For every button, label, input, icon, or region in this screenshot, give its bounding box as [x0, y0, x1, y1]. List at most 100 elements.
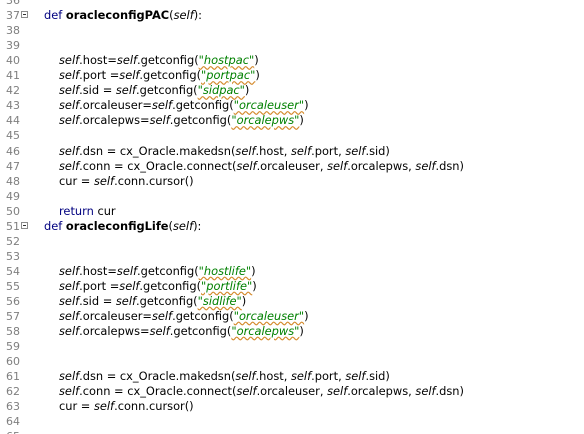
self-token: self — [93, 173, 115, 188]
code-line[interactable]: 65 — [0, 429, 584, 434]
self-token: self — [59, 158, 80, 173]
code-token: ) — [304, 98, 309, 113]
line-number: 40 — [6, 54, 20, 68]
string-literal: "orcaleuser" — [233, 309, 305, 324]
self-token: self — [235, 143, 256, 158]
string-literal: "sidlife" — [197, 294, 242, 308]
code-line[interactable]: 42 self.sid = self.getconfig("sidpac") — [0, 83, 584, 98]
code-text: self.sid = self.getconfig("sidlife") — [59, 294, 246, 309]
line-number: 65 — [1, 429, 20, 434]
line-number: 43 — [6, 99, 20, 113]
self-token: self — [59, 98, 80, 113]
self-token: self — [290, 369, 312, 384]
code-text: self.conn = cx_Oracle.connect(self.orcal… — [59, 384, 464, 399]
line-number: 62 — [6, 385, 20, 399]
self-token: self — [172, 218, 194, 233]
self-token: self — [59, 278, 80, 293]
code-token: .getconfig( — [172, 309, 234, 324]
fold-collapse-icon[interactable] — [21, 11, 28, 19]
code-line[interactable]: 36 — [0, 0, 584, 8]
code-token: .getconfig( — [136, 294, 198, 308]
code-line[interactable]: 60 — [0, 354, 584, 369]
line-number: 64 — [6, 415, 20, 429]
code-line[interactable]: 45 — [0, 128, 584, 143]
code-token: .orcalepws, — [347, 384, 416, 399]
code-token: .orcaleuser= — [79, 98, 152, 113]
self-token: self — [59, 384, 80, 399]
code-token: .getconfig( — [172, 98, 234, 113]
keyword-token: def — [44, 218, 66, 233]
line-number: 59 — [6, 340, 20, 354]
code-line[interactable]: 59 — [0, 339, 584, 354]
code-token: .getconfig( — [169, 113, 232, 128]
code-token: cur = — [59, 173, 94, 188]
self-token: self — [116, 53, 138, 68]
self-token: self — [59, 113, 80, 128]
self-token: self — [151, 98, 173, 113]
line-number: 56 — [6, 295, 20, 308]
fold-collapse-icon[interactable] — [21, 221, 28, 229]
string-literal: "sidpac" — [197, 83, 245, 98]
line-number: 55 — [6, 279, 20, 293]
line-number: 58 — [6, 325, 20, 339]
line-number: 42 — [6, 84, 20, 98]
code-text: def oracleconfigLife(self): — [44, 219, 201, 234]
self-token: self — [116, 263, 138, 278]
line-number: 53 — [6, 249, 20, 263]
code-token: .host= — [79, 263, 117, 278]
code-line[interactable]: 62 self.conn = cx_Oracle.connect(self.orc… — [0, 384, 584, 399]
self-token: self — [236, 158, 257, 173]
self-token: self — [115, 294, 136, 308]
code-token: ( — [169, 8, 174, 23]
self-token: self — [59, 369, 80, 384]
code-token: .orcaleuser= — [79, 309, 152, 324]
line-number: 39 — [6, 39, 20, 53]
code-line[interactable]: 52 — [0, 234, 584, 249]
code-line[interactable]: 64 — [0, 414, 584, 429]
function-name: oracleconfigPAC — [65, 8, 170, 23]
code-token: .conn = cx_Oracle.connect( — [79, 158, 237, 173]
self-token: self — [115, 83, 136, 98]
string-literal: "orcalepws" — [231, 324, 300, 339]
code-text: self.port =self.getconfig("portpac") — [59, 68, 260, 83]
code-token: ) — [255, 68, 260, 83]
code-token: .port = — [79, 68, 120, 83]
function-name: oracleconfigLife — [65, 218, 169, 233]
code-line[interactable]: 56 self.sid = self.getconfig("sidlife") — [0, 294, 584, 309]
string-literal: "orcaleuser" — [233, 98, 305, 113]
code-line[interactable]: 49 — [0, 189, 584, 204]
code-token: ) — [244, 83, 250, 98]
self-token: self — [345, 143, 366, 158]
string-literal: "hostpac" — [198, 53, 255, 68]
self-token: self — [345, 369, 366, 384]
code-token: .port = — [79, 278, 120, 293]
line-number: 61 — [6, 370, 20, 384]
code-text: self.orcaleuser=self.getconfig("orcaleus… — [59, 309, 309, 324]
code-line[interactable]: 38 — [0, 23, 584, 38]
code-line[interactable]: 53 — [0, 249, 584, 264]
code-text: self.sid = self.getconfig("sidpac") — [59, 83, 249, 98]
code-line[interactable]: 55 self.port =self.getconfig("portlife") — [0, 279, 584, 294]
code-line[interactable]: 39 — [0, 38, 584, 53]
code-token: ) — [299, 324, 304, 339]
code-token: .orcalepws, — [347, 158, 416, 173]
self-token: self — [173, 8, 194, 23]
line-number: 60 — [6, 355, 20, 369]
code-text: self.port =self.getconfig("portlife") — [59, 279, 257, 294]
